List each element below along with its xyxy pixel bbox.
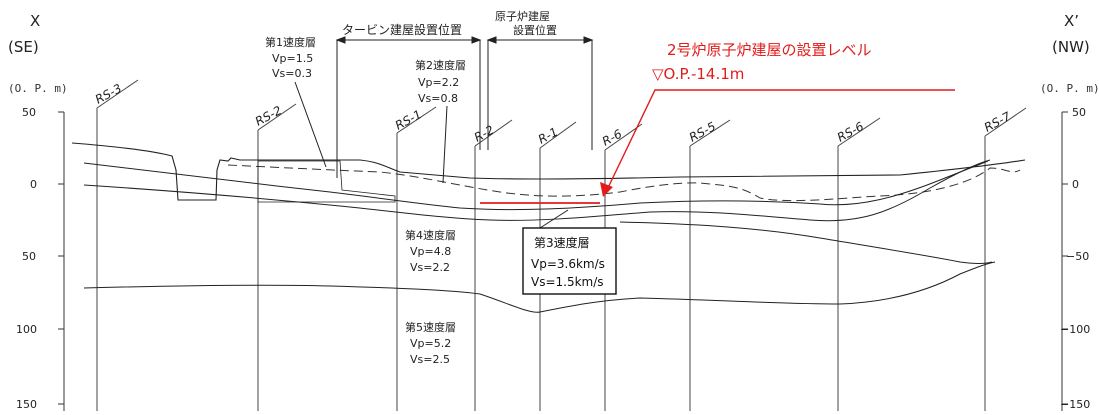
- left-tick-label: 150: [16, 398, 37, 411]
- reactor-level-annotation-title: 2号炉原子炉建屋の設置レベル: [667, 41, 872, 59]
- layer-1-2-boundary-dashed: [227, 164, 1021, 202]
- section-right-mark: X’: [1064, 12, 1079, 30]
- turbine-building-label: タービン建屋設置位置: [342, 22, 462, 37]
- layer-5-name: 第5速度層: [405, 320, 456, 334]
- borehole-label: RS-1: [393, 107, 424, 132]
- layer-3-vp: Vp=3.6km/s: [531, 257, 605, 271]
- layer-3-vs: Vs=1.5km/s: [531, 275, 604, 289]
- layer-1-name: 第1速度層: [265, 35, 316, 49]
- right-tick-label: 0: [1072, 178, 1079, 191]
- section-left-mark: X: [30, 12, 40, 30]
- layer-4-vs: Vs=2.2: [410, 261, 450, 274]
- borehole-rs-5: [689, 119, 731, 411]
- layer-5-vs: Vs=2.5: [410, 353, 450, 366]
- borehole-label: RS-3: [93, 81, 124, 106]
- layer-2-3-boundary: [83, 160, 989, 211]
- ground-surface-line: [71, 142, 1026, 201]
- layer-1-vp: Vp=1.5: [272, 52, 313, 65]
- layer-4-vp: Vp=4.8: [410, 245, 451, 258]
- left-tick-label: 50: [22, 250, 36, 263]
- borehole-label: R-1: [536, 125, 561, 147]
- borehole-label: RS-2: [253, 103, 284, 128]
- left-tick-label: 50: [22, 106, 36, 119]
- reactor-level-annotation-value: ▽O.P.-14.1m: [652, 65, 744, 83]
- reactor-level-leader: [605, 89, 955, 193]
- borehole-r-2: [474, 119, 513, 411]
- layer-2-name: 第2速度層: [415, 58, 466, 72]
- right-tick-label: −50: [1066, 250, 1089, 263]
- borehole-rs-3: [96, 79, 139, 411]
- borehole-rs-6: [837, 117, 881, 411]
- borehole-label: R-2: [472, 123, 497, 145]
- borehole-label: RS-7: [982, 109, 1014, 135]
- layer-1-label: 第1速度層 Vp=1.5 Vs=0.3: [265, 35, 316, 80]
- deep-boundary-right: [619, 221, 993, 264]
- turbine-building-bracket: [335, 36, 482, 178]
- reactor-building-label-line1: 原子炉建屋: [495, 9, 550, 23]
- reactor-level-arrowhead: [600, 182, 613, 197]
- left-tick-label: 100: [16, 323, 37, 336]
- borehole-rs-1: [396, 106, 437, 411]
- layer-3-leader: [539, 209, 569, 229]
- layer-2-vs: Vs=0.8: [418, 92, 458, 105]
- right-elevation-unit: (O. P. m): [1040, 82, 1099, 95]
- layer-3-box: [522, 227, 617, 295]
- borehole-label: RS-5: [687, 119, 718, 144]
- layer-3-4-boundary: [83, 159, 991, 222]
- right-tick-label: −150: [1060, 398, 1090, 411]
- layer-5-vp: Vp=5.2: [410, 337, 451, 350]
- borehole-rs-2: [257, 103, 297, 411]
- reactor-building-label-line2: 設置位置: [513, 23, 557, 37]
- layer-1-leader: [294, 81, 327, 168]
- layer-4-5-boundary: [83, 261, 996, 313]
- layer-5-label: 第5速度層 Vp=5.2 Vs=2.5: [405, 320, 456, 366]
- layer-2-label: 第2速度層 Vp=2.2 Vs=0.8: [415, 58, 466, 105]
- left-tick-label: 0: [30, 178, 37, 191]
- right-tick-label: −100: [1060, 323, 1090, 336]
- borehole-label: R-6: [600, 127, 625, 149]
- left-elevation-unit: (O. P. m): [8, 82, 68, 95]
- layer-1-vs: Vs=0.3: [272, 67, 312, 80]
- right-tick-label: 50: [1072, 106, 1086, 119]
- layer-2-vp: Vp=2.2: [418, 76, 459, 89]
- borehole-label: RS-6: [835, 119, 867, 145]
- left-elevation-axis: [58, 111, 65, 411]
- turbine-building-footprint: [257, 160, 396, 203]
- section-left-direction: (SE): [8, 38, 39, 56]
- reactor-building-bracket: [486, 36, 594, 150]
- borehole-rs-7: [984, 107, 1027, 411]
- layer-3-name: 第3速度層: [534, 235, 590, 250]
- section-right-direction: (NW): [1052, 38, 1090, 56]
- right-elevation-axis: [1061, 111, 1068, 411]
- layer-4-label: 第4速度層 Vp=4.8 Vs=2.2: [405, 228, 456, 274]
- layer-2-leader: [442, 105, 448, 184]
- layer-4-name: 第4速度層: [405, 228, 456, 242]
